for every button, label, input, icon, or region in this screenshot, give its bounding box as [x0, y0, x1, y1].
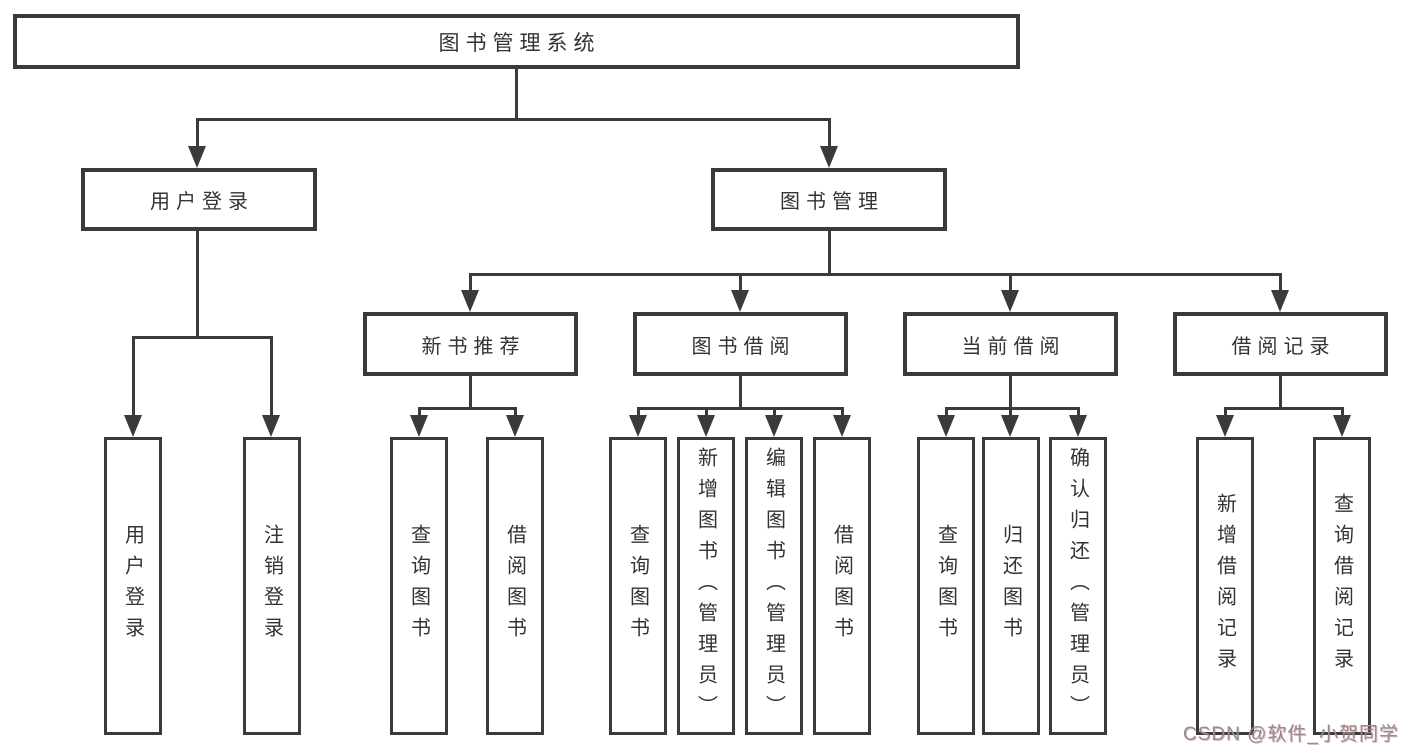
leaf-borrow-books-recommend: 借阅图书	[486, 437, 544, 735]
leaf-query-borrow-record: 查询借阅记录	[1313, 437, 1371, 735]
csdn-watermark: CSDN @软件_小贺同学	[1183, 724, 1399, 745]
connector-to-book-management	[828, 118, 831, 162]
connector-book-mgmt-stub	[828, 231, 831, 273]
connector-level3-branch	[469, 273, 1281, 276]
leaf-logout: 注销登录	[243, 437, 301, 735]
leaf-label: 注销登录	[260, 524, 283, 648]
arrow-down-icon	[629, 415, 647, 437]
leaf-user-login: 用户登录	[104, 437, 162, 735]
arrow-down-icon	[937, 415, 955, 437]
connector-user-login-branch	[132, 336, 273, 339]
connector-records-branch	[1224, 407, 1344, 410]
leaf-label: 新增图书（管理员）	[694, 446, 717, 726]
node-label: 当前借阅	[961, 335, 1066, 358]
leaf-label: 查询图书	[626, 524, 649, 648]
arrow-down-icon	[1069, 415, 1087, 437]
arrow-down-icon	[1001, 415, 1019, 437]
arrow-down-icon	[697, 415, 715, 437]
leaf-label: 新增借阅记录	[1213, 493, 1236, 679]
leaf-label: 查询图书	[934, 524, 957, 648]
connector-borrow-branch	[637, 407, 844, 410]
node-book-management: 图书管理	[711, 168, 947, 231]
arrow-down-icon	[1271, 290, 1289, 312]
node-new-book-recommend: 新书推荐	[363, 312, 578, 376]
connector-recommend-stub	[469, 376, 472, 407]
node-label: 借阅记录	[1231, 335, 1336, 358]
arrow-down-icon	[124, 415, 142, 437]
leaf-edit-book-admin: 编辑图书（管理员）	[745, 437, 803, 735]
connector-to-leaf	[132, 336, 135, 431]
leaf-label: 查询图书	[407, 524, 430, 648]
arrow-down-icon	[1333, 415, 1351, 437]
leaf-label: 用户登录	[121, 524, 144, 648]
arrow-down-icon	[1216, 415, 1234, 437]
node-library-management-system: 图书管理系统	[13, 14, 1020, 69]
connector-to-user-login	[196, 118, 199, 162]
leaf-borrow-books: 借阅图书	[813, 437, 871, 735]
connector-to-level3	[469, 273, 472, 306]
leaf-label: 编辑图书（管理员）	[762, 446, 785, 726]
connector-current-stub	[1009, 376, 1012, 407]
arrow-down-icon	[765, 415, 783, 437]
node-label: 图书借阅	[691, 335, 796, 358]
arrow-down-icon	[820, 146, 838, 168]
arrow-down-icon	[410, 415, 428, 437]
leaf-add-book-admin: 新增图书（管理员）	[677, 437, 735, 735]
node-borrow-records: 借阅记录	[1173, 312, 1388, 376]
connector-current-branch	[945, 407, 1080, 410]
leaf-query-books-current: 查询图书	[917, 437, 975, 735]
arrow-down-icon	[188, 146, 206, 168]
connector-to-level3	[1009, 273, 1012, 306]
leaf-label: 查询借阅记录	[1330, 493, 1353, 679]
connector-user-login-stub	[196, 231, 199, 336]
leaf-label: 借阅图书	[830, 524, 853, 648]
arrow-down-icon	[461, 290, 479, 312]
leaf-add-borrow-record: 新增借阅记录	[1196, 437, 1254, 735]
connector-to-level3	[1279, 273, 1282, 306]
node-label: 图书管理	[780, 191, 884, 213]
node-label: 图书管理系统	[438, 31, 601, 55]
connector-to-leaf	[270, 336, 273, 431]
connector-borrow-stub	[739, 376, 742, 407]
leaf-query-books-borrow: 查询图书	[609, 437, 667, 735]
node-user-login: 用户登录	[81, 168, 317, 231]
connector-root-stub	[515, 69, 518, 118]
connector-level2-branch	[196, 118, 831, 121]
leaf-label: 归还图书	[999, 524, 1022, 648]
connector-to-level3	[739, 273, 742, 306]
leaf-confirm-return-admin: 确认归还（管理员）	[1049, 437, 1107, 735]
leaf-return-book: 归还图书	[982, 437, 1040, 735]
leaf-label: 借阅图书	[503, 524, 526, 648]
leaf-label: 确认归还（管理员）	[1066, 446, 1089, 726]
node-label: 新书推荐	[421, 335, 526, 358]
arrow-down-icon	[506, 415, 524, 437]
node-current-borrow: 当前借阅	[903, 312, 1118, 376]
connector-recommend-branch	[418, 407, 517, 410]
arrow-down-icon	[731, 290, 749, 312]
arrow-down-icon	[262, 415, 280, 437]
arrow-down-icon	[833, 415, 851, 437]
arrow-down-icon	[1001, 290, 1019, 312]
connector-records-stub	[1279, 376, 1282, 407]
node-book-borrow: 图书借阅	[633, 312, 848, 376]
node-label: 用户登录	[150, 191, 254, 213]
leaf-query-books-recommend: 查询图书	[390, 437, 448, 735]
